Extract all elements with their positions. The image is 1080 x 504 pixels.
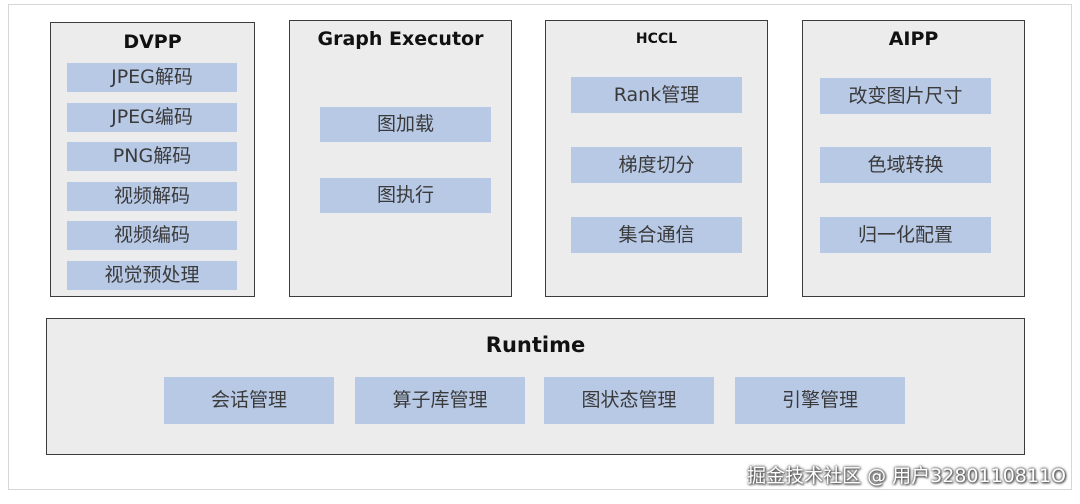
graph-executor-title: Graph Executor: [317, 28, 484, 50]
graph-executor-item-execute: 图执行: [320, 178, 491, 213]
dvpp-title: DVPP: [123, 31, 182, 53]
hccl-title: HCCL: [635, 31, 678, 47]
runtime-item-graph-state: 图状态管理: [544, 377, 714, 424]
aipp-item-color-convert: 色域转换: [820, 147, 991, 183]
runtime-item-operator-lib: 算子库管理: [355, 377, 525, 424]
graph-executor-item-load: 图加载: [320, 107, 491, 142]
runtime-title: Runtime: [485, 333, 586, 357]
aipp-title: AIPP: [888, 28, 939, 50]
dvpp-module: DVPP JPEG解码 JPEG编码 PNG解码 视频解码 视频编码 视觉预处理: [50, 22, 255, 297]
dvpp-item-vision-preprocess: 视觉预处理: [67, 261, 237, 290]
hccl-item-collective-comm: 集合通信: [571, 217, 742, 253]
runtime-item-engine: 引擎管理: [735, 377, 905, 424]
aipp-item-normalization: 归一化配置: [820, 217, 991, 253]
hccl-item-gradient-split: 梯度切分: [571, 147, 742, 183]
hccl-item-rank-management: Rank管理: [571, 77, 742, 113]
dvpp-item-jpeg-decode: JPEG解码: [67, 63, 237, 92]
aipp-item-resize: 改变图片尺寸: [820, 78, 991, 114]
runtime-item-session: 会话管理: [164, 377, 334, 424]
watermark-text: 掘金技术社区 @ 用户3280110811O: [747, 465, 1066, 487]
dvpp-item-png-decode: PNG解码: [67, 142, 237, 171]
aipp-module: AIPP 改变图片尺寸 色域转换 归一化配置: [802, 20, 1025, 297]
dvpp-item-video-encode: 视频编码: [67, 221, 237, 250]
hccl-module: HCCL Rank管理 梯度切分 集合通信: [545, 20, 768, 297]
dvpp-item-video-decode: 视频解码: [67, 182, 237, 211]
dvpp-item-jpeg-encode: JPEG编码: [67, 103, 237, 132]
runtime-module: Runtime 会话管理 算子库管理 图状态管理 引擎管理: [46, 318, 1025, 455]
graph-executor-module: Graph Executor 图加载 图执行: [289, 20, 512, 297]
